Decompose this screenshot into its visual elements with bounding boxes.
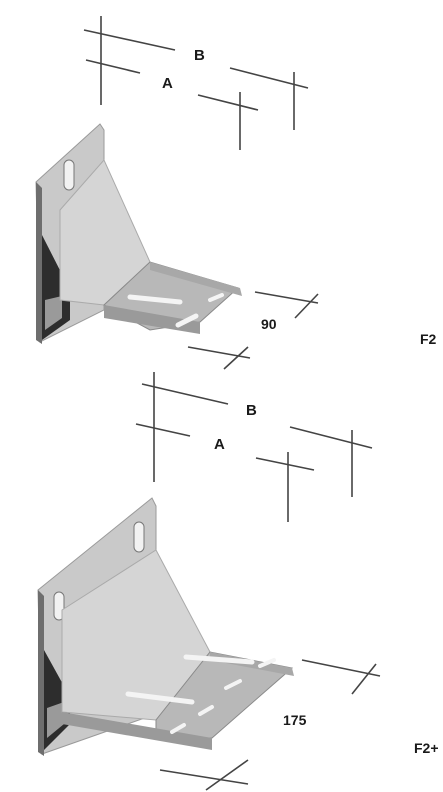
label-a-f2plus: A bbox=[214, 436, 225, 453]
bracket-f2plus-drawing bbox=[37, 372, 381, 791]
label-b-f2plus: B bbox=[246, 402, 257, 419]
model-label-f2: F2 bbox=[420, 331, 437, 347]
label-a-f2: A bbox=[162, 75, 173, 92]
dimension-label-f2: 90 bbox=[258, 316, 280, 332]
dimension-label-f2plus: 175 bbox=[280, 712, 310, 728]
label-b-f2: B bbox=[194, 47, 205, 64]
dimension-lines-f2 bbox=[83, 16, 319, 370]
model-label-f2plus: F2+ bbox=[414, 740, 439, 756]
bracket-f2-drawing bbox=[35, 16, 319, 370]
dimension-lines-f2plus bbox=[135, 372, 381, 791]
